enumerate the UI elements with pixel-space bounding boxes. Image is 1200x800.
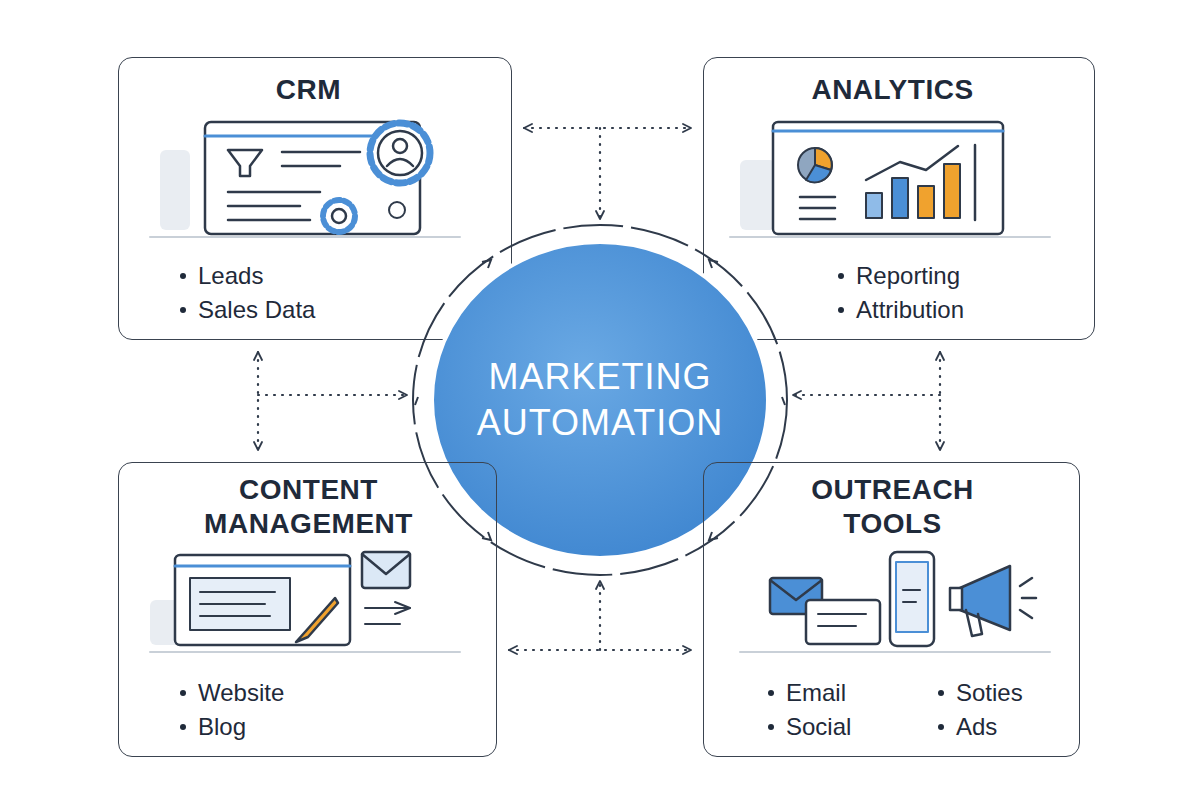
analytics-icon [730,122,1050,237]
dotted-connector [940,352,941,450]
bullet-item: Social [786,713,851,741]
shared-run [509,650,600,651]
dotted-connector [793,395,940,450]
bullet-item: Blog [198,713,246,741]
box-heading: OUTREACH TOOLS [784,473,1001,541]
bullet-item: Reporting [856,262,960,290]
connector-line [599,128,601,219]
connector-line [258,394,407,396]
bullet-dot [180,690,186,696]
hub-circle: MARKETING AUTOMATION [410,222,790,578]
dotted-connector [600,128,691,219]
connector-line [599,581,601,650]
bullet-dot [838,307,844,313]
shared-run [258,352,259,395]
content-box: CONTENT MANAGEMENT WebsiteBlog [118,462,497,757]
connector-line [793,394,940,396]
bullet-item: Leads [198,262,263,290]
dotted-connector [524,128,691,129]
bullet-dot [838,273,844,279]
hub-shape [410,222,790,578]
box-heading: ANALYTICS [704,73,1081,107]
bullet-dot [768,724,774,730]
shared-run [600,128,691,129]
shared-run [940,395,941,450]
bullet-dot [768,690,774,696]
bullet-item: Soties [956,679,1023,707]
connector-line [257,352,259,450]
crm-box: CRM LeadsSales Data [118,57,512,340]
bullet-item: Ads [956,713,997,741]
bullet-dot [180,307,186,313]
dotted-connector [258,352,259,450]
bullet-dot [938,724,944,730]
bullet-dot [180,724,186,730]
outreach-box: OUTREACH TOOLS Email SotiesSocial Ads [703,462,1080,757]
bullet-item: Email [786,679,846,707]
box-heading: CRM [119,73,498,107]
bullet-dot [938,690,944,696]
connector-line [524,127,691,129]
bullet-item: Sales Data [198,296,315,324]
analytics-box: ANALYTICS ReportingAttribution [703,57,1095,340]
crm-icon [150,122,460,237]
outreach-icon [740,552,1050,652]
bullet-item: Website [198,679,284,707]
dotted-connector [258,352,407,395]
dotted-connector [509,581,600,650]
bullet-item: Attribution [856,296,964,324]
connector-line [939,352,941,450]
hub-label: MARKETING AUTOMATION [450,354,750,446]
box-heading: CONTENT MANAGEMENT [139,473,478,541]
content-icon [150,552,460,652]
bullet-dot [180,273,186,279]
